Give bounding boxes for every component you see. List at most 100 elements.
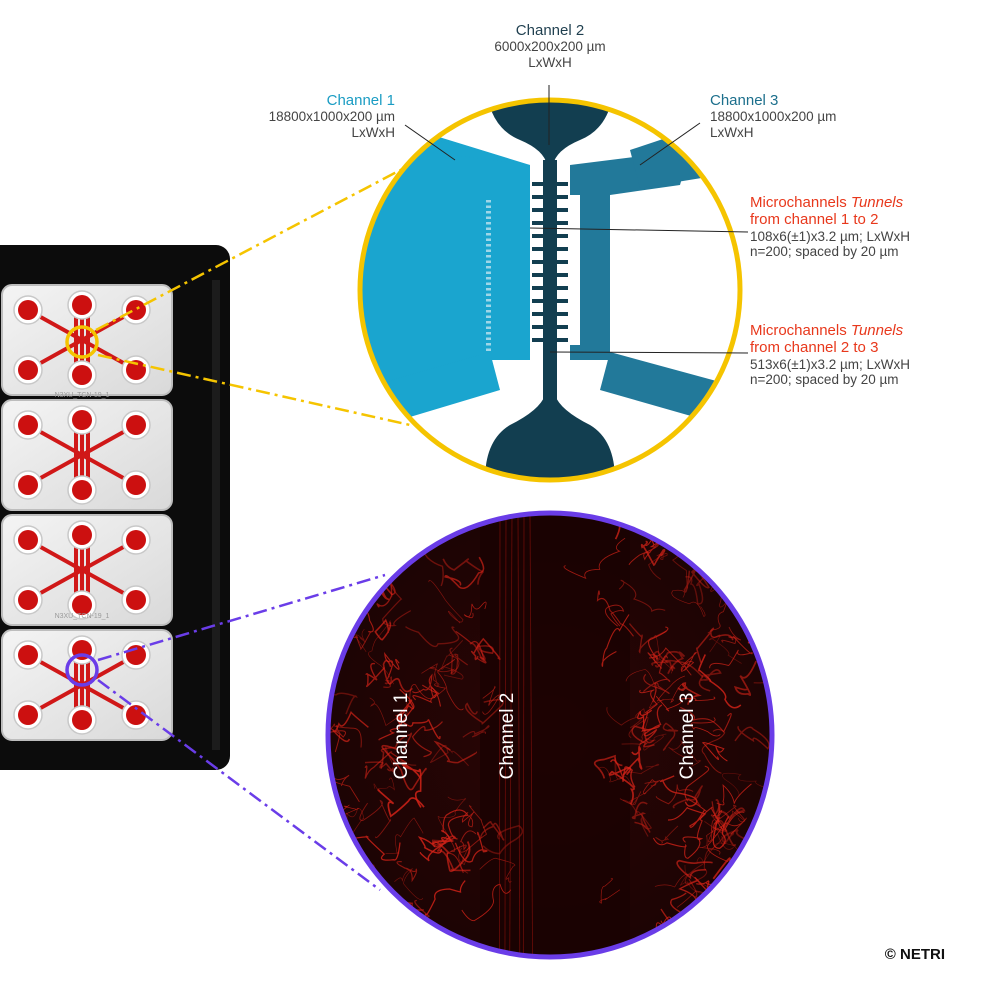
neurite xyxy=(373,777,395,791)
tunnel-fringe xyxy=(486,288,491,291)
neurite xyxy=(677,682,702,705)
neurite xyxy=(711,801,728,832)
neurite xyxy=(622,513,640,515)
neurite xyxy=(396,699,414,726)
neurite xyxy=(662,722,679,751)
chip-well xyxy=(18,300,38,320)
neurite xyxy=(709,635,753,669)
tunnel-fringe xyxy=(486,326,491,329)
neurite xyxy=(364,662,386,688)
neurite xyxy=(411,673,439,695)
chip-well xyxy=(72,365,92,385)
axon-bundle xyxy=(509,514,513,956)
pointer-tunnels-2-3 xyxy=(549,351,749,354)
neurite xyxy=(683,568,710,593)
neurite xyxy=(437,796,467,838)
tunnel xyxy=(532,208,568,212)
neurite xyxy=(433,740,478,764)
plate-side-strip xyxy=(212,280,220,750)
neurite xyxy=(699,825,724,855)
chip-label: N3XU_TCN-19_1 xyxy=(55,613,110,620)
neurite xyxy=(655,825,679,844)
chip-well xyxy=(126,415,146,435)
neurite xyxy=(643,673,670,694)
fluorescence-image-zoom xyxy=(325,510,775,960)
tunnel-fringe xyxy=(486,343,491,346)
tunnel-fringe xyxy=(486,282,491,285)
channel-1-unit: LxWxH xyxy=(351,124,396,140)
chip-well xyxy=(18,530,38,550)
neurite xyxy=(720,811,747,835)
neurite xyxy=(369,513,407,534)
neurite xyxy=(712,803,737,847)
locator-ring-yellow xyxy=(65,325,99,359)
neurite xyxy=(432,833,456,852)
neurite xyxy=(479,821,505,841)
neurite xyxy=(382,659,413,693)
chip-well xyxy=(126,360,146,380)
tunnel-fringe xyxy=(486,238,491,241)
tunnels-1-2-title: Microchannels Tunnels xyxy=(750,194,904,211)
chip-well xyxy=(18,415,38,435)
channel-3-label: Channel 3 18800x1000x200 µm LxWxH xyxy=(710,92,836,140)
zoom-line-purple-top xyxy=(97,573,386,662)
neurite xyxy=(424,880,466,916)
neurite xyxy=(328,585,334,620)
neurite xyxy=(648,552,668,580)
neurite xyxy=(693,513,712,529)
neurite xyxy=(328,578,352,611)
channel-1-title: Channel 1 xyxy=(326,92,395,109)
neurite xyxy=(684,765,710,812)
chip-well xyxy=(72,410,92,430)
channel-2-bottom-reservoir xyxy=(485,395,615,480)
neurite xyxy=(409,683,446,704)
neurite xyxy=(432,513,465,528)
neurite xyxy=(698,654,742,709)
neurite xyxy=(328,527,351,598)
neurite xyxy=(394,868,424,900)
neurite xyxy=(378,931,409,953)
neurite xyxy=(380,732,413,770)
tunnels-2-3-count: n=200; spaced by 20 µm xyxy=(750,372,899,388)
neurite xyxy=(686,930,735,957)
neurite xyxy=(731,894,750,936)
neurite xyxy=(382,585,412,627)
neurite xyxy=(464,699,505,725)
neurite xyxy=(390,513,410,529)
neurite xyxy=(768,783,772,824)
neurite xyxy=(751,565,772,578)
neurite xyxy=(328,870,342,905)
neurite xyxy=(328,610,340,632)
neurite xyxy=(364,751,407,779)
neurite xyxy=(396,861,418,883)
tunnels-2-3-subtitle: from channel 2 to 3 xyxy=(750,339,879,357)
neurite xyxy=(703,900,727,939)
neurite xyxy=(676,859,713,880)
neurite xyxy=(428,579,464,624)
channel-3-body xyxy=(570,150,690,360)
neurite xyxy=(374,618,392,641)
copyright-notice: © NETRI xyxy=(884,946,945,963)
neurite xyxy=(639,704,663,745)
neurite xyxy=(677,513,695,525)
neurite xyxy=(352,541,393,558)
neurite xyxy=(707,809,729,863)
neurite xyxy=(384,651,400,680)
neurite xyxy=(368,620,394,685)
neurite xyxy=(637,709,660,732)
neurite xyxy=(649,647,697,671)
neurite xyxy=(381,744,427,791)
neurite xyxy=(710,810,746,831)
tunnel-fringe xyxy=(486,271,491,274)
neurite xyxy=(729,540,772,562)
neurite xyxy=(462,725,490,738)
fluo-label-channel-2: Channel 2 xyxy=(497,692,518,780)
neurite xyxy=(401,762,422,808)
tunnel-fringe xyxy=(486,304,491,307)
neurite xyxy=(631,801,651,833)
tunnel xyxy=(532,247,568,251)
zoom-line-yellow-top xyxy=(95,163,411,332)
axon-bundle xyxy=(504,514,507,956)
neurite xyxy=(671,589,706,617)
tunnels-1-2-dims: 108x6(±1)x3.2 µm; LxWxH xyxy=(750,228,910,244)
